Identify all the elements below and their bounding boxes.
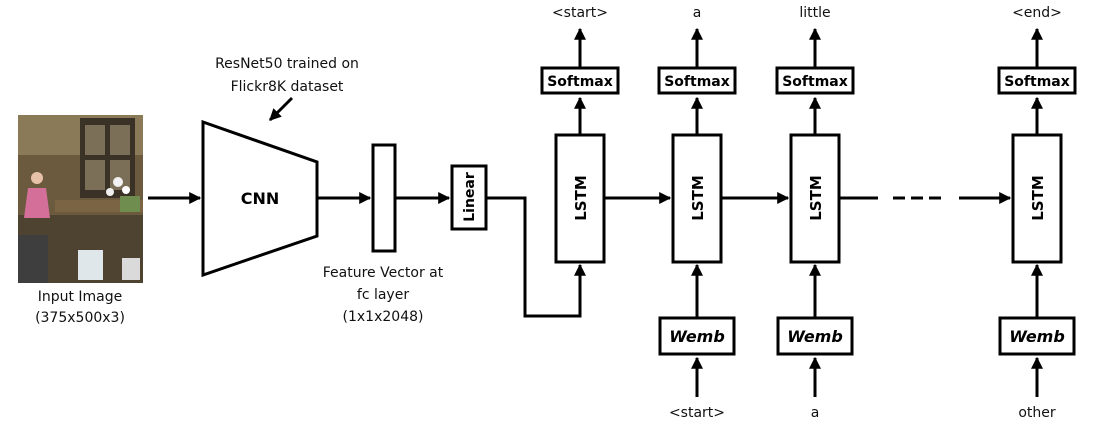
lstm-label-2: LSTM (689, 175, 707, 221)
softmax-block-4 (997, 66, 1077, 95)
output-word-4: <end> (1012, 5, 1062, 21)
softmax-label-2: Softmax (664, 74, 730, 90)
softmax-block-3 (775, 66, 855, 95)
lstm-cell-4 (1011, 133, 1063, 264)
output-word-3: little (799, 5, 830, 21)
lstm-label-1: LSTM (572, 175, 590, 221)
cnn-note-arrow (268, 96, 294, 122)
wemb-label-2: Wemb (787, 327, 843, 346)
feature-vector-line2: fc layer (357, 287, 409, 303)
lstm-label-3: LSTM (807, 175, 825, 221)
wemb-block-2 (776, 316, 854, 356)
softmax-label-1: Softmax (547, 74, 613, 90)
input-word-2: a (811, 405, 820, 421)
output-word-1: <start> (552, 5, 608, 21)
input-word-3: other (1018, 405, 1056, 421)
wemb-block-1 (658, 316, 736, 356)
linear-label: Linear (462, 172, 478, 222)
softmax-block-2 (657, 66, 737, 95)
input-word-1: <start> (669, 405, 725, 421)
wemb-label-1: Wemb (669, 327, 725, 346)
lstm-cell-3 (789, 133, 841, 264)
wemb-block-3 (998, 316, 1076, 356)
output-word-2: a (693, 5, 702, 21)
input-image (18, 115, 143, 283)
wemb-label-3: Wemb (1009, 327, 1065, 346)
lstm-cell-2 (671, 133, 723, 264)
feature-vector-line1: Feature Vector at (323, 265, 444, 281)
input-image-caption-line2: (375x500x3) (35, 310, 125, 326)
cnn-label: CNN (241, 189, 280, 208)
input-image-caption-line1: Input Image (38, 289, 123, 305)
cnn-block (201, 119, 319, 278)
feature-vector-line3: (1x1x2048) (343, 309, 424, 325)
cnn-note-line1: ResNet50 trained on (215, 56, 359, 72)
feature-vector-block (371, 143, 397, 253)
arrow-linear-to-lstm-1 (486, 196, 586, 318)
lstm-label-4: LSTM (1029, 175, 1047, 221)
cnn-note-line2: Flickr8K dataset (231, 79, 344, 95)
softmax-label-4: Softmax (1004, 74, 1070, 90)
softmax-label-3: Softmax (782, 74, 848, 90)
